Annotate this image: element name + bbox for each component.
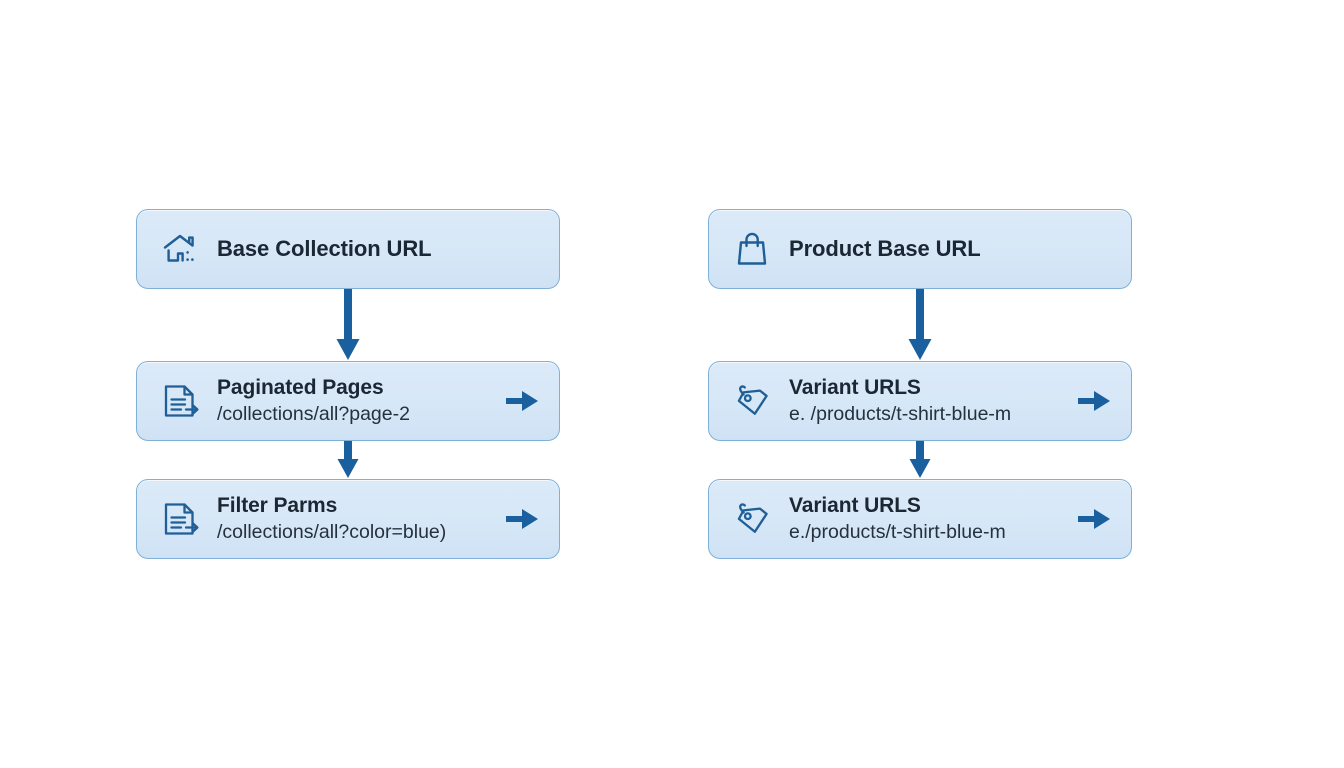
node-product-base-url[interactable]: Product Base URL: [708, 209, 1132, 289]
node-subtitle: /collections/all?page-2: [217, 402, 410, 425]
node-text-block: Product Base URL: [789, 236, 1109, 262]
node-text-block: Variant URLS e./products/t-shirt-blue-m: [789, 494, 1065, 544]
node-title: Product Base URL: [789, 236, 981, 262]
node-variant-urls-1[interactable]: Variant URLS e. /products/t-shirt-blue-m: [708, 361, 1132, 441]
node-subtitle: /collections/all?color=blue): [217, 520, 447, 543]
arrow-right-icon[interactable]: [503, 382, 541, 420]
node-paginated-pages[interactable]: Paginated Pages /collections/all?page-2: [136, 361, 560, 441]
document-export-icon: [157, 496, 203, 542]
node-text-block: Paginated Pages /collections/all?page-2: [217, 376, 493, 426]
price-tag-icon: [729, 496, 775, 542]
arrow-right-icon[interactable]: [1075, 382, 1113, 420]
arrow-right-icon[interactable]: [503, 500, 541, 538]
arrow-down-long: [708, 289, 1132, 361]
node-title: Paginated Pages: [217, 375, 384, 399]
flow-column-product: Product Base URL Variant URLS e. /produc…: [708, 209, 1132, 559]
node-title: Base Collection URL: [217, 236, 432, 262]
arrow-down-long: [136, 289, 560, 361]
node-title: Filter Parms: [217, 493, 338, 517]
home-icon: [157, 226, 203, 272]
document-export-icon: [157, 378, 203, 424]
arrow-down-short: [708, 441, 1132, 479]
arrow-down-short: [136, 441, 560, 479]
node-subtitle: e./products/t-shirt-blue-m: [789, 520, 1006, 543]
node-text-block: Variant URLS e. /products/t-shirt-blue-m: [789, 376, 1065, 426]
node-subtitle: e. /products/t-shirt-blue-m: [789, 402, 1012, 425]
node-base-collection-url[interactable]: Base Collection URL: [136, 209, 560, 289]
shopping-bag-icon: [729, 226, 775, 272]
node-variant-urls-2[interactable]: Variant URLS e./products/t-shirt-blue-m: [708, 479, 1132, 559]
node-filter-parms[interactable]: Filter Parms /collections/all?color=blue…: [136, 479, 560, 559]
node-title: Variant URLS: [789, 375, 921, 399]
node-text-block: Filter Parms /collections/all?color=blue…: [217, 494, 493, 544]
flow-column-collection: Base Collection URL: [136, 209, 560, 559]
price-tag-icon: [729, 378, 775, 424]
node-text-block: Base Collection URL: [217, 236, 537, 262]
node-title: Variant URLS: [789, 493, 921, 517]
arrow-right-icon[interactable]: [1075, 500, 1113, 538]
